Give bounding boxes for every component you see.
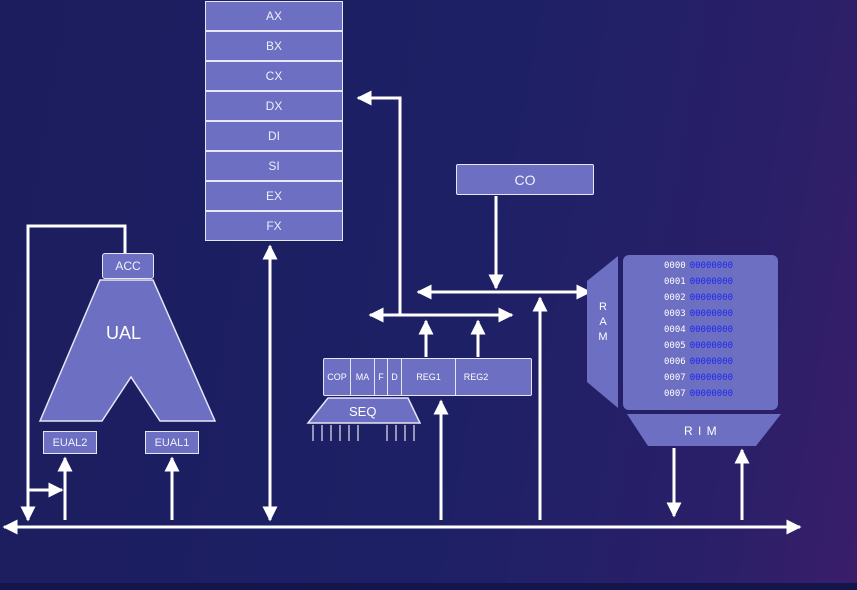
register-ax: AX	[205, 1, 343, 31]
register-si: SI	[205, 151, 343, 181]
eual2-register: EUAL2	[43, 431, 97, 454]
rim-shape	[627, 414, 781, 446]
bottom-strip	[0, 583, 857, 590]
instr-ma: MA	[351, 359, 375, 395]
instr-reg2: REG2	[463, 372, 489, 382]
instr-d: D	[388, 359, 402, 395]
register-di: DI	[205, 121, 343, 151]
register-ex: EX	[205, 181, 343, 211]
dx-feed-wire	[356, 90, 402, 314]
seq-shape	[306, 397, 422, 424]
register-bx: BX	[205, 31, 343, 61]
instr-f: F	[375, 359, 388, 395]
seq-label: SEQ	[349, 404, 377, 419]
ual-label: UAL	[106, 323, 142, 343]
instruction-register	[323, 358, 532, 396]
ram-memory-panel	[623, 255, 778, 410]
instr-reg1: REG1	[402, 359, 456, 395]
instr-cop: COP	[324, 359, 351, 395]
ram-side-shape	[587, 256, 618, 408]
register-dx: DX	[205, 91, 343, 121]
eual1-register: EUAL1	[145, 431, 199, 454]
acc-register: ACC	[102, 253, 154, 279]
co-register: CO	[456, 164, 594, 195]
ual-shape	[38, 279, 217, 422]
ram-label: R A M	[598, 301, 608, 343]
register-fx: FX	[205, 211, 343, 241]
register-cx: CX	[205, 61, 343, 91]
acc-loop-wire	[20, 224, 127, 522]
rim-label: R I M	[684, 424, 718, 438]
